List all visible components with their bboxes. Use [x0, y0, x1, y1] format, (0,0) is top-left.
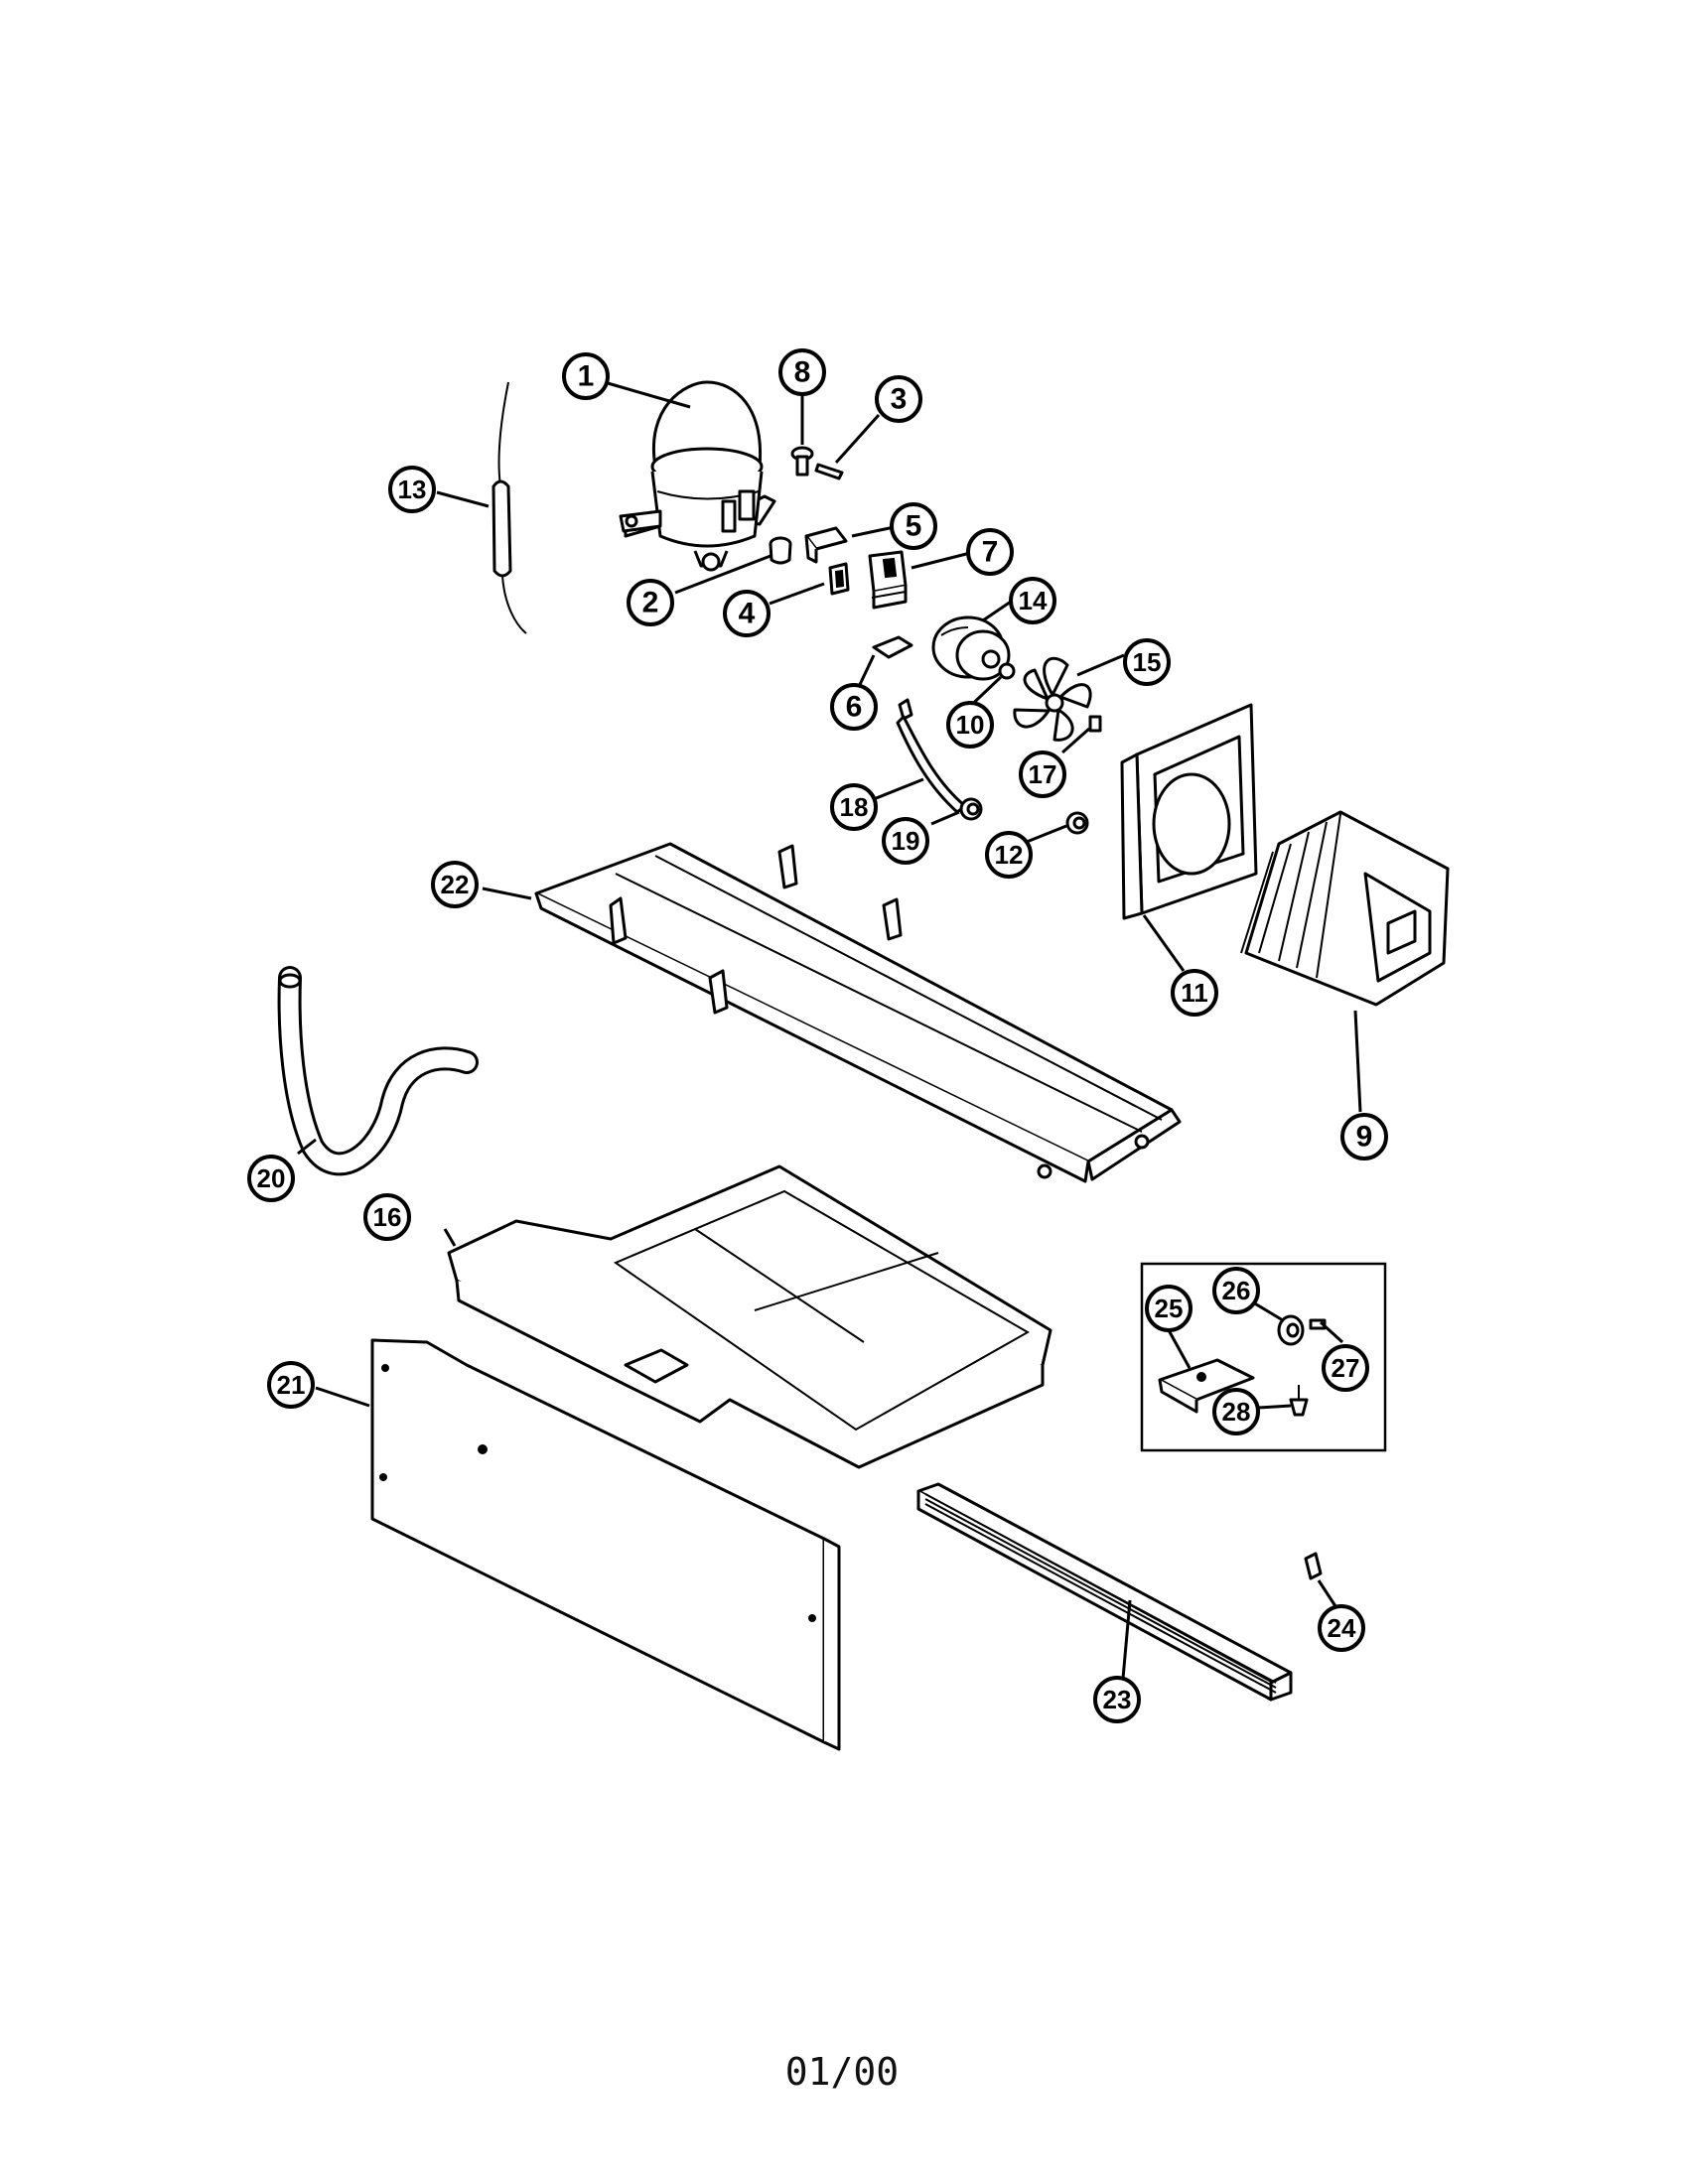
part-condenser	[1240, 810, 1450, 1007]
inset-box	[1140, 1262, 1387, 1452]
callout-6: 6	[830, 683, 878, 731]
svg-text:3: 3	[891, 383, 908, 416]
document-code: 01/00	[784, 2050, 900, 2094]
callout-16: 16	[363, 1193, 411, 1241]
callout-12: 12	[985, 831, 1033, 879]
svg-text:26: 26	[1222, 1276, 1251, 1305]
svg-text:2: 2	[642, 587, 659, 619]
callout-21: 21	[267, 1361, 315, 1409]
svg-text:24: 24	[1328, 1613, 1356, 1643]
part-front-panel	[370, 1338, 841, 1751]
callout-26: 26	[1212, 1267, 1260, 1314]
svg-text:28: 28	[1222, 1397, 1251, 1427]
svg-text:5: 5	[906, 510, 922, 543]
part-base-rail	[534, 842, 1182, 1183]
svg-text:13: 13	[398, 475, 427, 504]
svg-text:16: 16	[373, 1202, 402, 1232]
svg-text:15: 15	[1133, 647, 1162, 677]
part-overload	[828, 562, 850, 596]
part-nut	[998, 662, 1016, 680]
svg-text:23: 23	[1103, 1685, 1132, 1714]
callout-3: 3	[875, 375, 922, 423]
part-fan-blade	[1013, 656, 1092, 742]
callout-10: 10	[946, 701, 994, 749]
part-fan-shroud	[1120, 703, 1258, 920]
part-shroud-grommet	[1065, 811, 1089, 835]
svg-text:14: 14	[1019, 586, 1048, 615]
callout-2: 2	[627, 579, 674, 626]
part-motor-grommet	[959, 797, 983, 821]
svg-text:4: 4	[739, 598, 756, 630]
svg-text:17: 17	[1029, 759, 1057, 789]
part-overload-bracket	[804, 526, 848, 564]
callout-17: 17	[1019, 751, 1066, 798]
svg-text:20: 20	[257, 1163, 286, 1193]
callout-13: 13	[388, 466, 436, 513]
callout-18: 18	[830, 783, 878, 831]
callout-15: 15	[1123, 638, 1171, 686]
svg-text:21: 21	[277, 1370, 306, 1400]
callout-14: 14	[1009, 577, 1056, 624]
callout-19: 19	[882, 817, 929, 865]
svg-text:9: 9	[1356, 1121, 1373, 1154]
callout-24: 24	[1318, 1604, 1365, 1652]
svg-text:1: 1	[578, 360, 595, 393]
callout-8: 8	[778, 348, 826, 396]
part-fan-clip	[1088, 715, 1102, 733]
svg-text:10: 10	[956, 710, 985, 740]
callout-23: 23	[1093, 1676, 1141, 1723]
callout-4: 4	[723, 590, 771, 637]
part-toe-grille	[916, 1482, 1293, 1702]
svg-text:8: 8	[794, 356, 811, 389]
part-clip	[814, 463, 844, 480]
callout-25: 25	[1145, 1285, 1193, 1332]
part-drier	[491, 381, 527, 634]
svg-text:22: 22	[441, 870, 470, 899]
part-grommet	[769, 536, 792, 565]
svg-text:25: 25	[1155, 1294, 1184, 1323]
callout-27: 27	[1322, 1344, 1369, 1392]
part-relay-clip	[872, 635, 913, 659]
svg-text:12: 12	[995, 840, 1024, 870]
svg-text:18: 18	[840, 792, 869, 822]
svg-text:7: 7	[982, 536, 999, 569]
svg-text:19: 19	[892, 826, 920, 856]
svg-text:6: 6	[846, 691, 863, 724]
callout-22: 22	[431, 861, 479, 908]
part-grille-clip	[1304, 1552, 1323, 1580]
part-fan-motor	[931, 615, 1011, 681]
part-compressor	[619, 380, 776, 572]
svg-text:11: 11	[1181, 978, 1208, 1008]
callout-1: 1	[562, 352, 610, 400]
callout-20: 20	[247, 1155, 295, 1202]
part-relay	[868, 550, 908, 610]
part-screw	[790, 446, 814, 477]
leader-lines	[297, 381, 1362, 1691]
part-drain-pan	[447, 1164, 1052, 1469]
callout-9: 9	[1340, 1113, 1388, 1160]
part-drain-hose	[277, 966, 479, 1176]
svg-text:27: 27	[1332, 1353, 1360, 1383]
callout-7: 7	[966, 528, 1014, 576]
callout-28: 28	[1212, 1388, 1260, 1435]
callout-11: 11	[1171, 969, 1218, 1017]
callout-5: 5	[890, 502, 937, 550]
